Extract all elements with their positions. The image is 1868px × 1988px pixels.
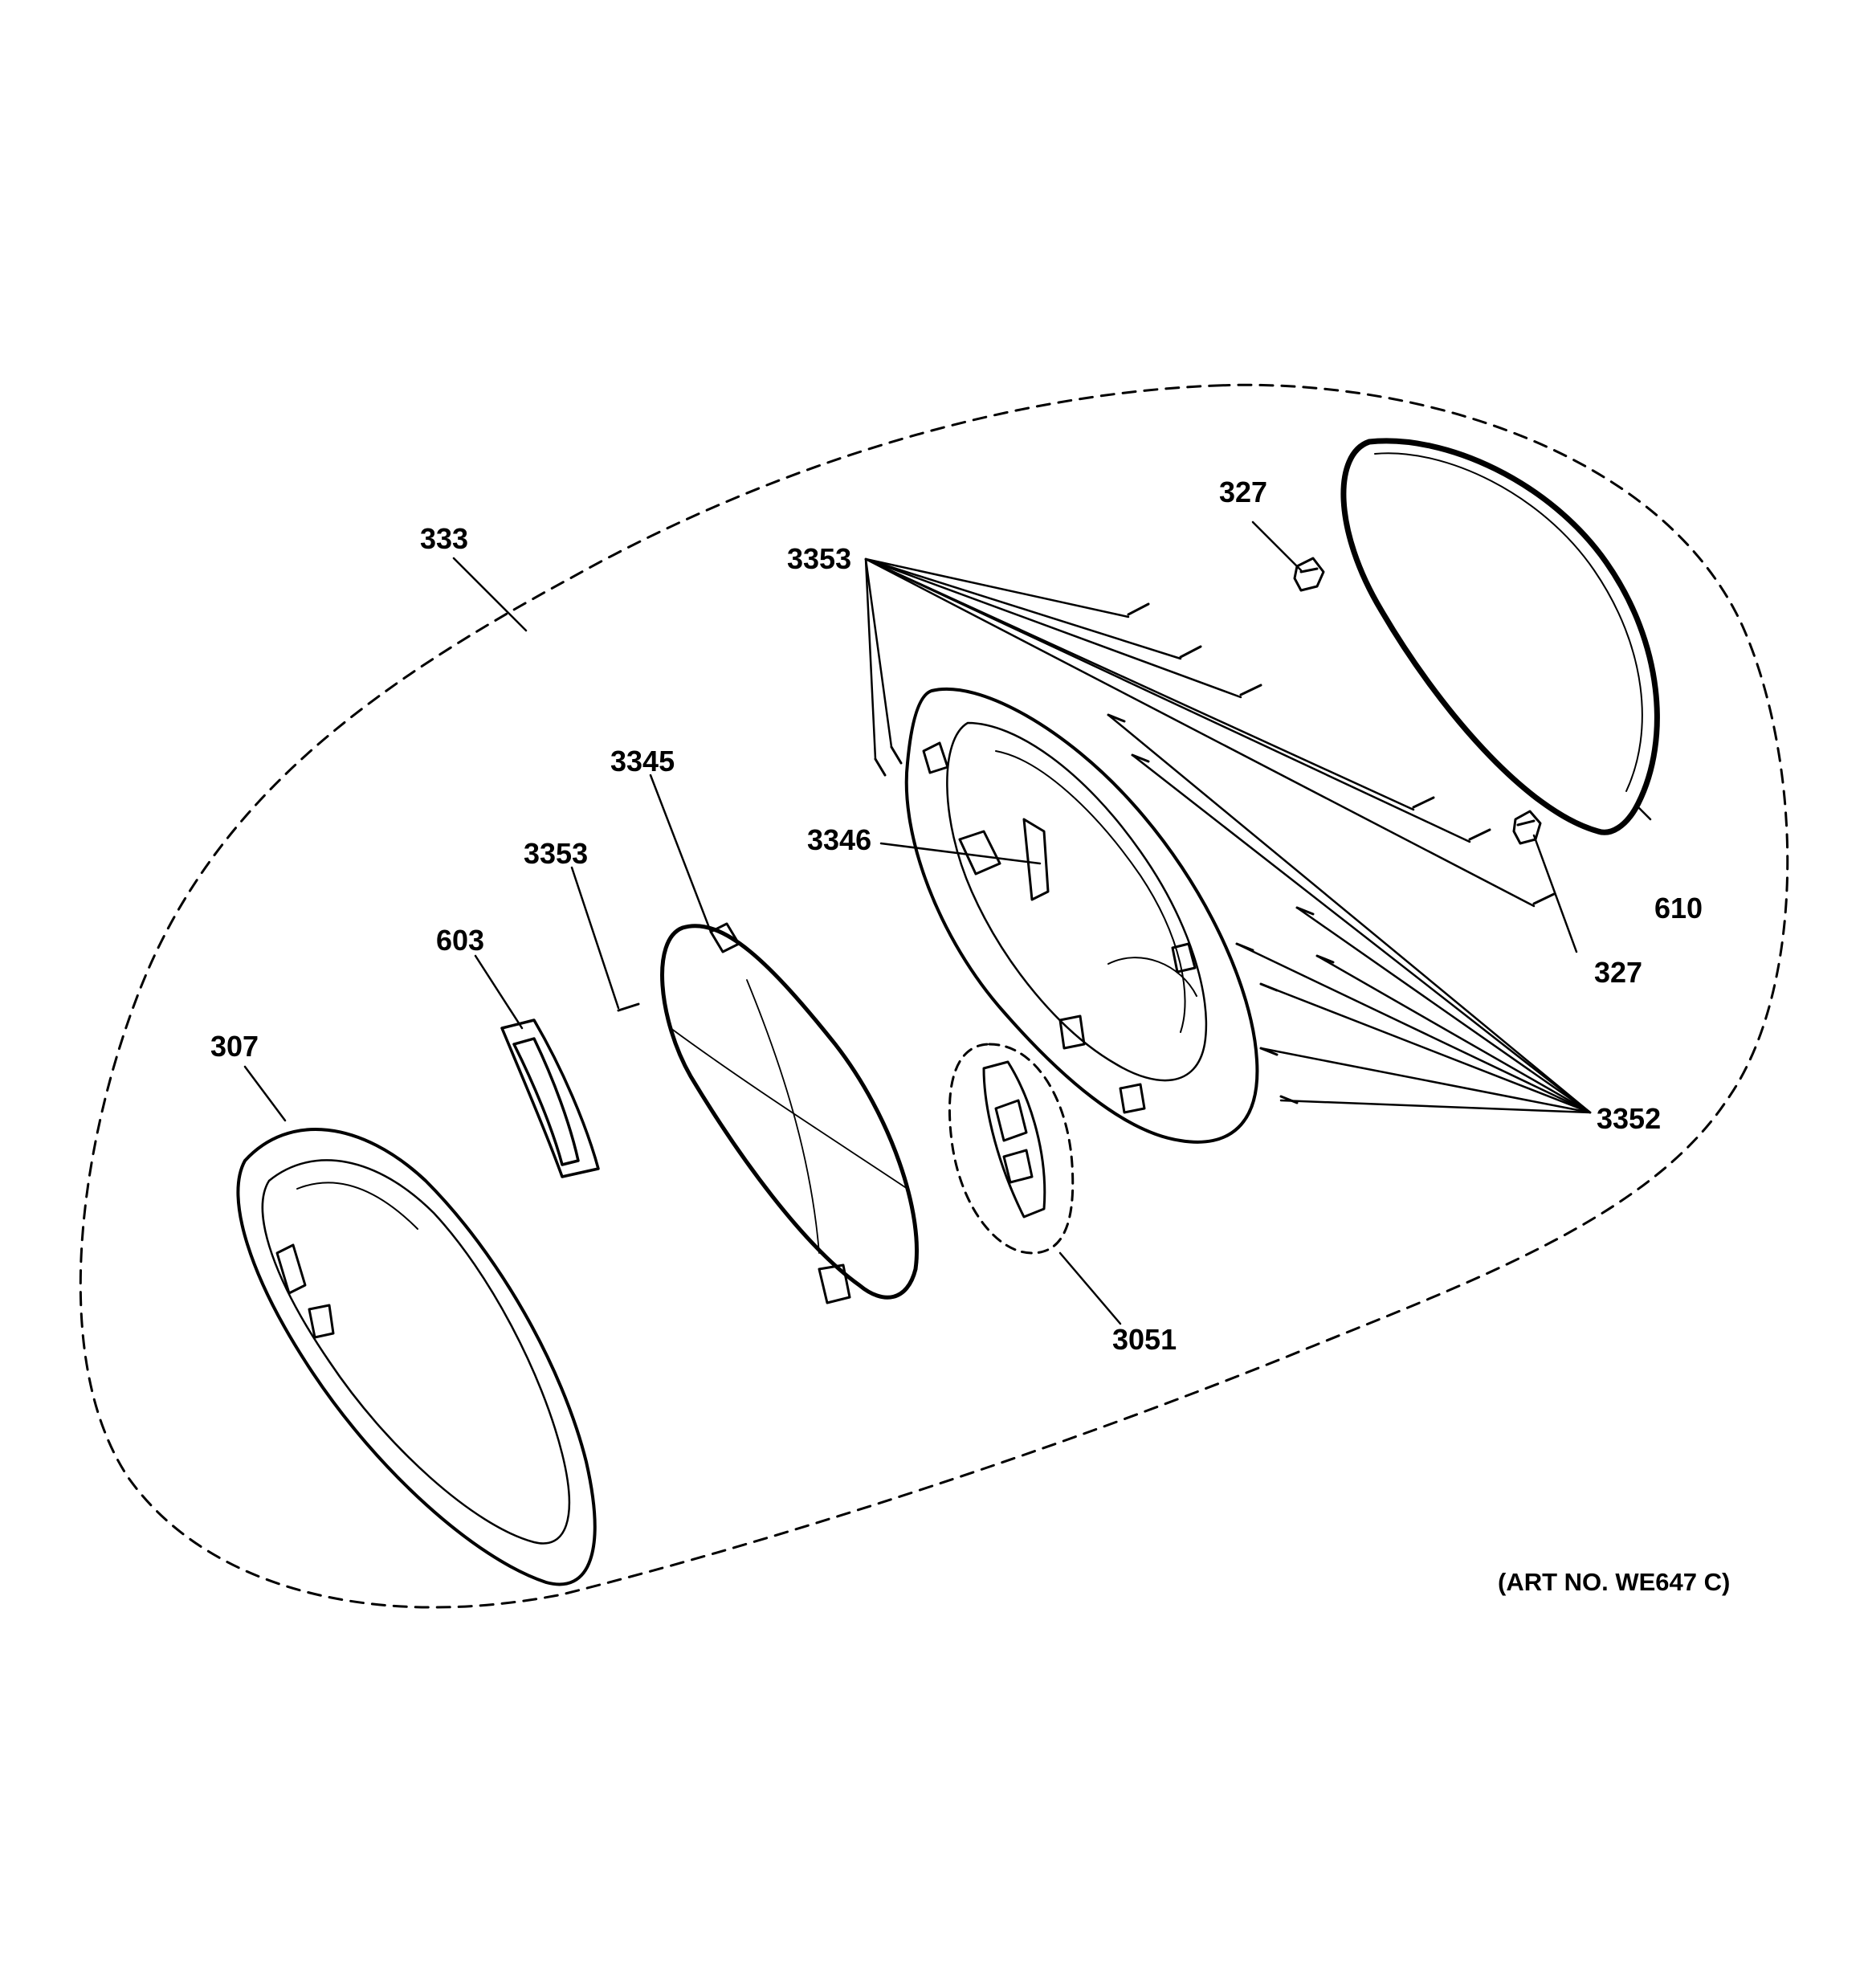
callout-307: 307 [210,1030,259,1063]
clip-327-top [1293,557,1325,592]
callout-3353-left: 3353 [524,837,589,870]
door-frame-3346 [904,687,1259,1144]
leader-lines [243,520,1652,1325]
art-number-label: (ART NO. WE647 C) [1498,1568,1731,1596]
door-latch-3051 [982,1060,1046,1219]
callout-610: 610 [1654,892,1703,925]
callout-603: 603 [436,924,485,957]
gasket-610 [1340,438,1660,835]
subassembly-boundary-3051 [948,1043,1075,1255]
door-trim-307 [236,1128,597,1586]
callout-327-right: 327 [1594,956,1643,989]
callout-3353-top: 3353 [787,542,852,575]
assembly-boundary-333 [79,383,1789,1609]
callout-3352: 3352 [1597,1102,1662,1135]
handle-603 [500,1018,600,1178]
clip-327-right [1512,810,1542,845]
callout-3051: 3051 [1112,1323,1177,1356]
callout-3346: 3346 [807,823,872,856]
callout-3345: 3345 [610,745,675,778]
callout-333: 333 [420,522,469,555]
door-glass-3345 [660,922,920,1304]
callout-327-top: 327 [1219,476,1268,508]
